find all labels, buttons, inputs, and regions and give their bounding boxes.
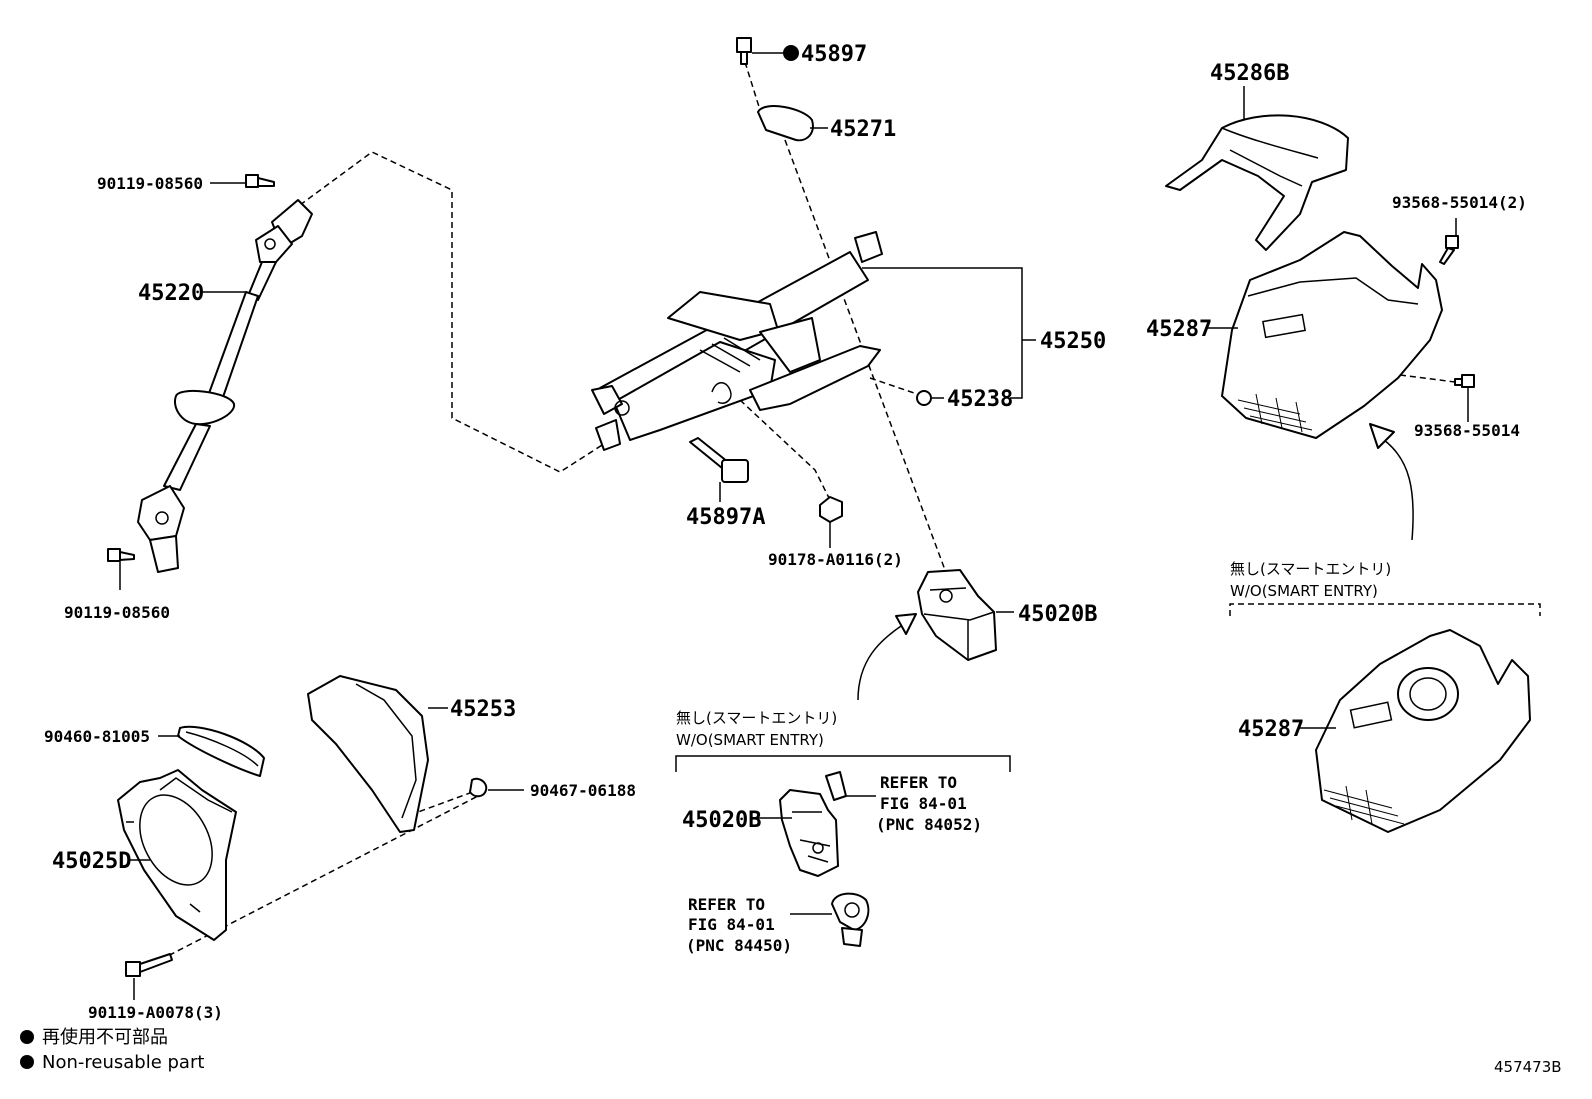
note-refer1-line3: (PNC 84052) (876, 815, 982, 834)
leader-lines (119, 52, 1469, 1000)
label-90119-08560-top: 90119-08560 (97, 174, 203, 193)
curved-arrow-right-icon (1369, 423, 1414, 541)
note-refer1-line1: REFER TO (880, 773, 957, 792)
screw-93568-2-icon (1439, 235, 1459, 265)
legend-en: Non-reusable part (42, 1052, 204, 1073)
label-45897A: 45897A (686, 505, 765, 530)
label-45020B-main: 45020B (1018, 602, 1097, 627)
cylinder-84450-icon (831, 892, 870, 947)
note-refer1-line2: FIG 84-01 (880, 794, 967, 813)
bracket-center (675, 755, 1011, 772)
label-90119-08560-bottom: 90119-08560 (64, 603, 170, 622)
label-45287-top: 45287 (1146, 317, 1212, 342)
label-45286B: 45286B (1210, 61, 1289, 86)
bolt-90119-bottom-icon (107, 548, 135, 562)
legend-jp: 再使用不可部品 (42, 1027, 168, 1048)
upper-cover-45286B (1165, 114, 1349, 251)
nut-45238-icon (916, 390, 932, 406)
label-45020B-sub: 45020B (682, 808, 761, 833)
legend-marker-en-icon (20, 1055, 34, 1069)
note-wo-smart-right-jp: 無し(スマートエントリ) (1230, 560, 1391, 578)
steering-column-45250 (591, 231, 883, 451)
label-45220: 45220 (138, 281, 204, 306)
switch-84052-icon (825, 771, 847, 801)
label-45238: 45238 (947, 387, 1013, 412)
screw-93568-icon (1454, 374, 1475, 388)
label-93568-55014-2: 93568-55014(2) (1392, 193, 1527, 212)
label-45897: 45897 (801, 42, 867, 67)
label-90178-A0116: 90178-A0116(2) (768, 550, 903, 569)
label-45250: 45250 (1040, 329, 1106, 354)
note-wo-smart-center-en: W/O(SMART ENTRY) (676, 731, 824, 749)
clip-90467-icon (469, 777, 488, 798)
label-45253: 45253 (450, 697, 516, 722)
curved-arrow-center-icon (857, 613, 917, 701)
label-45271: 45271 (830, 117, 896, 142)
non-reusable-marker-icon (783, 45, 799, 61)
hole-cover-90460-icon (177, 725, 265, 777)
key-bracket-45271-icon (757, 105, 814, 142)
lower-cover-45287-top (1221, 231, 1443, 439)
figure-id: 457473B (1494, 1058, 1562, 1076)
label-93568-55014: 93568-55014 (1414, 421, 1520, 440)
note-refer2-line2: FIG 84-01 (688, 915, 775, 934)
lock-housing-45020B-sub (779, 789, 839, 877)
bolt-90119-A0078-icon (125, 953, 173, 977)
lower-cover-45287-bottom (1315, 629, 1531, 833)
bolt-45897-icon (736, 37, 752, 65)
label-45287-bottom: 45287 (1238, 717, 1304, 742)
label-90119-A0078: 90119-A0078(3) (88, 1003, 223, 1022)
bolt-90119-top-icon (245, 174, 275, 188)
bolt-45897A-icon (689, 437, 749, 483)
cover-45253 (307, 675, 429, 833)
label-90460-81005: 90460-81005 (44, 727, 150, 746)
note-refer2-line1: REFER TO (688, 895, 765, 914)
legend-marker-jp-icon (20, 1030, 34, 1044)
intermediate-shaft-45220 (137, 199, 313, 573)
lock-housing-45020B-main (917, 569, 997, 661)
note-wo-smart-center-jp: 無し(スマートエントリ) (676, 709, 837, 727)
boot-45025D (117, 769, 237, 941)
label-45025D: 45025D (52, 849, 131, 874)
nut-90178-icon (819, 496, 843, 523)
bracket-right (1229, 603, 1541, 616)
label-90467-06188: 90467-06188 (530, 781, 636, 800)
note-refer2-line3: (PNC 84450) (686, 936, 792, 955)
note-wo-smart-right-en: W/O(SMART ENTRY) (1230, 582, 1378, 600)
